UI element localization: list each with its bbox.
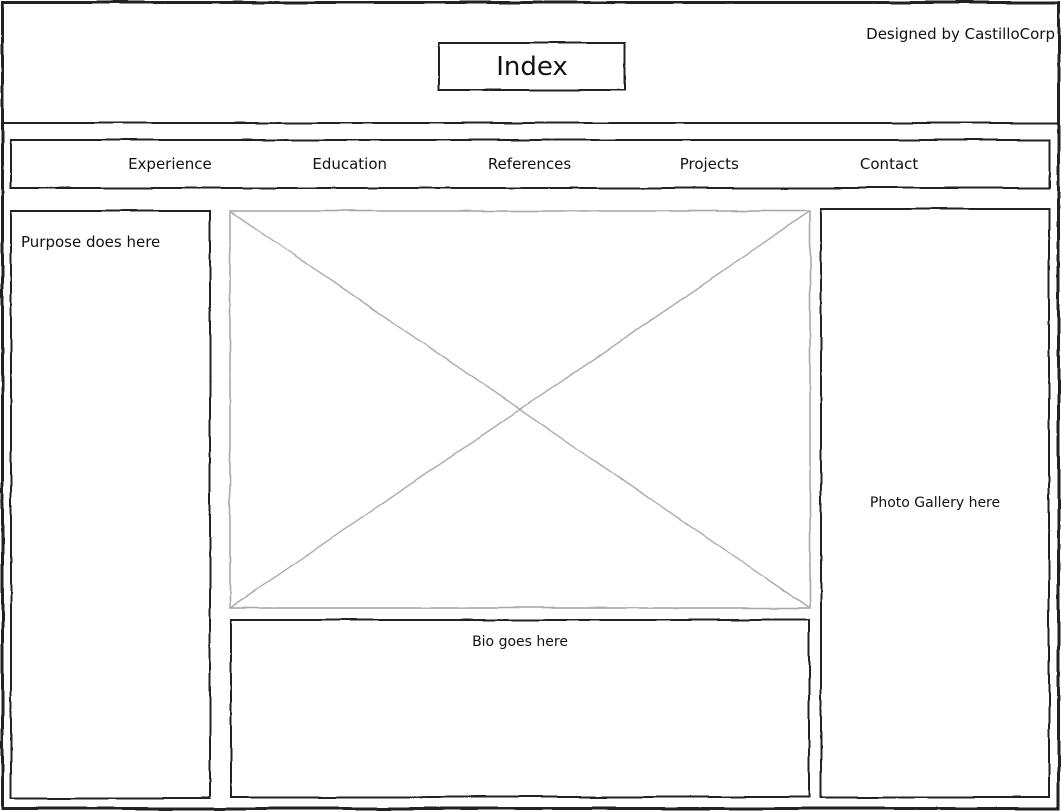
nav-item-experience[interactable]: Experience xyxy=(128,155,212,173)
photo-gallery-panel: Photo Gallery here xyxy=(820,208,1050,798)
nav-item-projects[interactable]: Projects xyxy=(679,155,739,173)
designer-credit: Designed by CastilloCorp xyxy=(866,25,1055,43)
nav-item-contact[interactable]: Contact xyxy=(859,155,919,173)
purpose-panel-border xyxy=(10,210,211,799)
photo-gallery-placeholder-text: Photo Gallery here xyxy=(869,495,1001,511)
page-title: Index xyxy=(496,51,568,82)
nav-items: Experience Education References Projects… xyxy=(80,139,979,189)
header-divider xyxy=(3,122,1058,124)
navbar: Experience Education References Projects… xyxy=(10,139,1050,189)
header: Designed by CastilloCorp Index xyxy=(3,3,1058,124)
purpose-placeholder-text: Purpose does here xyxy=(21,233,161,251)
main-image-placeholder xyxy=(229,210,811,609)
bio-panel: Bio goes here xyxy=(230,619,810,798)
image-x-icon xyxy=(229,210,811,609)
nav-item-education[interactable]: Education xyxy=(312,155,388,173)
page-title-box: Index xyxy=(438,42,626,91)
purpose-panel: Purpose does here xyxy=(10,210,211,799)
nav-item-references[interactable]: References xyxy=(487,155,572,173)
bio-placeholder-text: Bio goes here xyxy=(472,634,568,650)
